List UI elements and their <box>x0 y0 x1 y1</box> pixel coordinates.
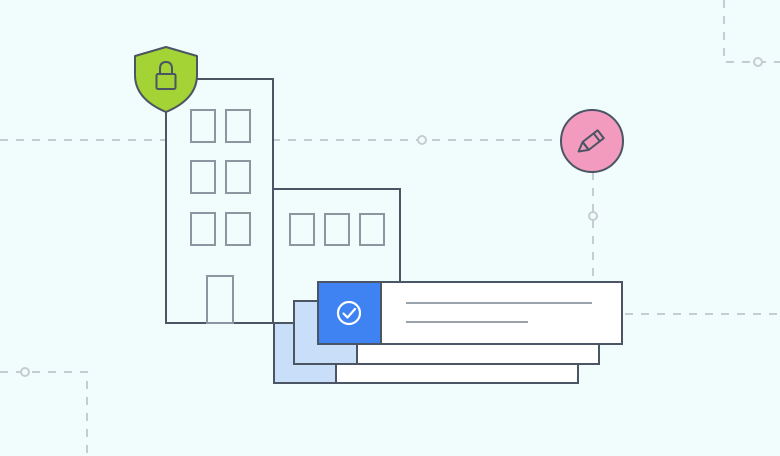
window <box>225 109 251 143</box>
pencil-badge <box>560 109 624 173</box>
check-circle-icon <box>336 300 362 326</box>
connector-node <box>20 367 30 377</box>
pencil-glyph <box>577 129 605 153</box>
window <box>359 213 385 246</box>
check-mark <box>342 307 357 319</box>
short-building-windows <box>289 213 385 246</box>
shield-shape <box>134 46 198 113</box>
tall-building-windows <box>190 109 251 324</box>
connector-node <box>588 211 598 221</box>
connector-node <box>417 135 427 145</box>
card-stack <box>273 281 623 384</box>
lock-shackle <box>159 60 173 74</box>
connector-node <box>753 57 763 67</box>
lock-shield-icon <box>134 46 198 113</box>
pencil-band <box>592 132 601 142</box>
tall-building <box>165 78 274 324</box>
tall-building-body <box>165 78 274 324</box>
front-card-text-lines <box>406 302 592 323</box>
window <box>324 213 350 246</box>
window <box>190 212 216 246</box>
window <box>289 213 315 246</box>
window <box>225 212 251 246</box>
building-door <box>206 275 234 324</box>
window <box>190 109 216 143</box>
pencil-icon <box>560 109 624 173</box>
connector-nodes <box>20 57 763 377</box>
pencil-tip <box>577 140 590 153</box>
window <box>225 160 251 194</box>
check-circle <box>336 300 362 326</box>
bottom-left-dashed-line <box>0 371 88 456</box>
window <box>190 160 216 194</box>
lock-body <box>155 73 177 90</box>
check-box <box>317 281 382 345</box>
